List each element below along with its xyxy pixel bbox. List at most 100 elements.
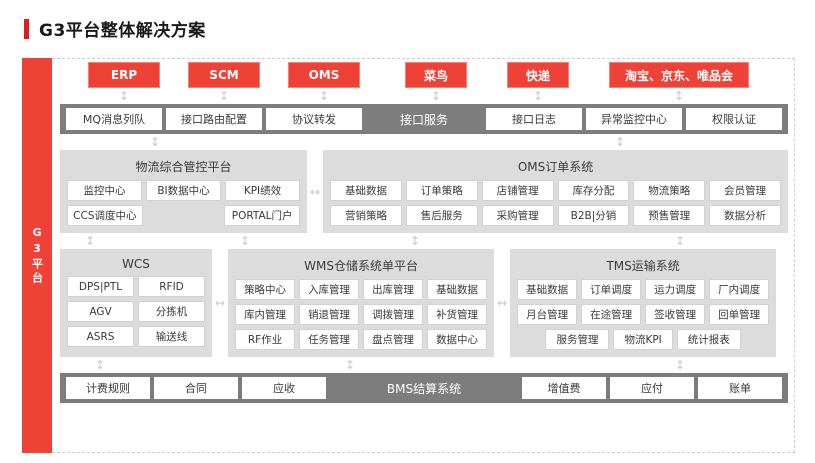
panel-item[interactable]: 入库管理	[299, 279, 360, 300]
panel-item[interactable]: 任务管理	[299, 329, 360, 350]
arrows-systems-to-bms: ↕ ↕ ↕	[60, 357, 788, 373]
panel-item[interactable]: 数据分析	[709, 205, 782, 226]
service-cell[interactable]: 异常监控中心	[586, 108, 682, 130]
panel-item[interactable]: 基础数据	[330, 180, 402, 201]
system-panel-grid: 策略中心入库管理出库管理基础数据库内管理销退管理调拨管理补货管理 RF作业任务管理…	[235, 279, 488, 350]
panel-item[interactable]: 服务管理	[545, 329, 610, 350]
panel-item[interactable]: 回单管理	[709, 304, 770, 325]
panel-item[interactable]: 会员管理	[709, 180, 782, 201]
panel-item[interactable]: CCS调度中心	[67, 205, 143, 226]
bms-settlement-bar: 计费规则合同应收 BMS结算系统 增值费应付账单	[60, 373, 788, 403]
panel-item[interactable]: 运力调度	[645, 279, 706, 300]
vertical-arrow-icon: ↕	[430, 89, 442, 103]
service-cell[interactable]: MQ消息列队	[66, 108, 162, 130]
service-cell[interactable]: 接口路由配置	[166, 108, 262, 130]
vertical-arrow-icon: ↕	[94, 358, 106, 372]
panel-item[interactable]: 库内管理	[235, 304, 296, 325]
service-cell[interactable]: 合同	[154, 377, 238, 399]
panel-item[interactable]: B2B|分销	[557, 205, 630, 226]
panel-item[interactable]: 盘点管理	[363, 329, 424, 350]
external-system-box[interactable]: 快递	[507, 62, 569, 88]
vertical-arrow-icon: ↕	[674, 358, 686, 372]
panel-item[interactable]: 订单策略	[405, 180, 478, 201]
panel-item[interactable]: 店铺管理	[481, 180, 554, 201]
panel-item[interactable]: 基础数据	[427, 279, 488, 300]
panel-item[interactable]: 在途管理	[581, 304, 642, 325]
panel-item[interactable]: 策略中心	[235, 279, 296, 300]
g3-platform-rail: G3平台	[22, 58, 52, 453]
panel-item[interactable]: 统计报表	[676, 329, 741, 350]
system-panel-row: 基础数据订单调度运力调度厂内调度	[517, 279, 770, 300]
horizontal-arrow-icon: ↔	[309, 184, 321, 199]
panel-item[interactable]: 售后服务	[405, 205, 478, 226]
arrows-interface-to-platforms: ↕↕	[60, 134, 788, 150]
panel-item[interactable]: 采购管理	[481, 205, 554, 226]
panel-item[interactable]: 物流策略	[633, 180, 706, 201]
service-cell[interactable]: 增值费	[522, 377, 606, 399]
vertical-arrow-icon: ↕	[218, 89, 230, 103]
panel-item[interactable]: 营销策略	[330, 205, 402, 226]
system-panel-row: 基础数据订单策略店铺管理库存分配物流策略会员管理	[330, 180, 782, 201]
bms-settlement-title: BMS结算系统	[386, 381, 462, 396]
panel-item[interactable]: ASRS	[67, 326, 134, 347]
panel-item[interactable]: 出库管理	[363, 279, 424, 300]
panel-item[interactable]: 月台管理	[517, 304, 578, 325]
panel-item[interactable]: 物流KPI	[613, 329, 673, 350]
panel-item[interactable]: 厂内调度	[709, 279, 770, 300]
service-cell[interactable]: 权限认证	[686, 108, 782, 130]
vertical-arrow-icon: ↕	[344, 358, 356, 372]
panel-item[interactable]: PORTAL门户	[224, 205, 300, 226]
panel-item[interactable]: 输送线	[138, 326, 205, 347]
external-system-box[interactable]: OMS	[288, 62, 360, 88]
external-system-box[interactable]: 菜鸟	[405, 62, 467, 88]
panel-item[interactable]: 调拨管理	[363, 304, 424, 325]
bms-left-cells: 计费规则合同应收	[64, 377, 328, 399]
external-system-box[interactable]: ERP	[88, 62, 160, 88]
arrows-sources-to-interface: ↕↕↕↕↕↕	[60, 88, 788, 104]
panel-item[interactable]: 分拣机	[138, 301, 205, 322]
system-panel-row: 月台管理在途管理签收管理回单管理	[517, 304, 770, 325]
service-cell[interactable]: 接口日志	[486, 108, 582, 130]
horizontal-arrow-icon: ↔	[497, 296, 508, 310]
external-system-box[interactable]: 淘宝、京东、唯品会	[609, 62, 749, 88]
external-system-box[interactable]: SCM	[188, 62, 260, 88]
panel-item[interactable]: BI数据中心	[146, 180, 221, 201]
panel-item[interactable]: DPS|PTL	[67, 276, 134, 297]
panel-item[interactable]: 监控中心	[67, 180, 142, 201]
service-cell[interactable]: 应收	[242, 377, 326, 399]
horizontal-arrow-icon: ↔	[215, 296, 226, 310]
vertical-arrow-icon: ↕	[239, 234, 251, 248]
service-cell[interactable]: 协议转发	[266, 108, 362, 130]
system-panel-row: RF作业任务管理盘点管理数据中心	[235, 329, 488, 350]
panel-item[interactable]: RFID	[138, 276, 205, 297]
panel-item[interactable]: 预售管理	[633, 205, 706, 226]
service-cell[interactable]: 计费规则	[66, 377, 150, 399]
vertical-arrow-icon: ↕	[149, 135, 161, 149]
panel-item[interactable]: 销退管理	[299, 304, 360, 325]
arrows-platforms-to-systems: ↕↕↕↕	[60, 233, 788, 249]
vertical-arrow-icon: ↕	[318, 89, 330, 103]
panel-item[interactable]: 订单调度	[581, 279, 642, 300]
panel-item[interactable]: RF作业	[235, 329, 296, 350]
title-accent-bar	[24, 18, 29, 39]
panel-item[interactable]: KPI绩效	[225, 180, 300, 201]
system-panel-title: OMS订单系统	[517, 160, 594, 174]
panel-item[interactable]: 基础数据	[517, 279, 578, 300]
interface-service-bar: MQ消息列队接口路由配置协议转发 接口服务 接口日志异常监控中心权限认证	[60, 104, 788, 134]
panel-item[interactable]: 补货管理	[427, 304, 488, 325]
service-cell[interactable]: 账单	[698, 377, 782, 399]
panel-item[interactable]: 签收管理	[645, 304, 706, 325]
panel-item[interactable]: 库存分配	[557, 180, 630, 201]
service-cell[interactable]: 应付	[610, 377, 694, 399]
panel-item[interactable]: 数据中心	[427, 329, 488, 350]
panel-item[interactable]: AGV	[67, 301, 134, 322]
